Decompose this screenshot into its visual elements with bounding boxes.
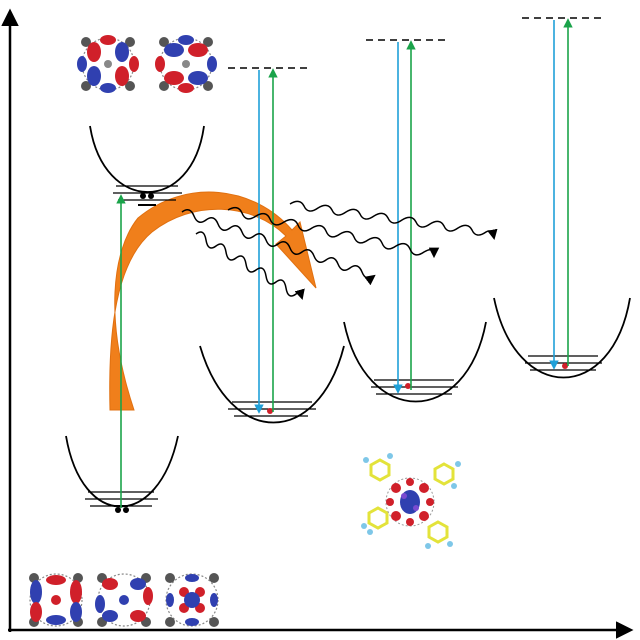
hydrogen-atoms <box>361 453 461 549</box>
bottom-orbital-triplet <box>29 573 219 627</box>
excited-state-well-4 <box>493 297 631 379</box>
molecular-orbital-icon <box>155 35 217 93</box>
excited-state-well-2 <box>199 345 345 424</box>
wavy-arrow-icon <box>289 200 498 241</box>
electron-dot-icon <box>562 363 568 369</box>
relaxation-arrows <box>181 200 498 301</box>
wavy-arrow-icon <box>227 206 440 259</box>
molecular-orbital-icon <box>29 573 83 627</box>
molecular-orbital-icon <box>77 35 139 93</box>
top-orbital-pair <box>77 35 217 93</box>
phenyl-substituted-molecule <box>361 453 461 549</box>
absorption-arrows <box>116 18 573 508</box>
ground-state-well <box>65 435 179 513</box>
molecular-orbital-icon <box>165 573 219 627</box>
axes <box>1 8 634 639</box>
molecular-orbital-icon <box>95 573 153 627</box>
electron-pair-icon <box>138 193 156 206</box>
emission-arrows <box>254 20 559 414</box>
electron-dot-icon <box>267 408 273 414</box>
excited-state-well-1 <box>89 125 205 206</box>
electron-dot-icon <box>405 383 411 389</box>
phenyl-ring-icon <box>367 458 455 544</box>
wavy-arrow-icon <box>195 231 305 301</box>
energy-transfer-arrow <box>109 191 317 411</box>
excited-state-well-3 <box>343 321 487 403</box>
wavy-arrow-icon <box>181 209 376 286</box>
virtual-levels <box>228 17 606 69</box>
